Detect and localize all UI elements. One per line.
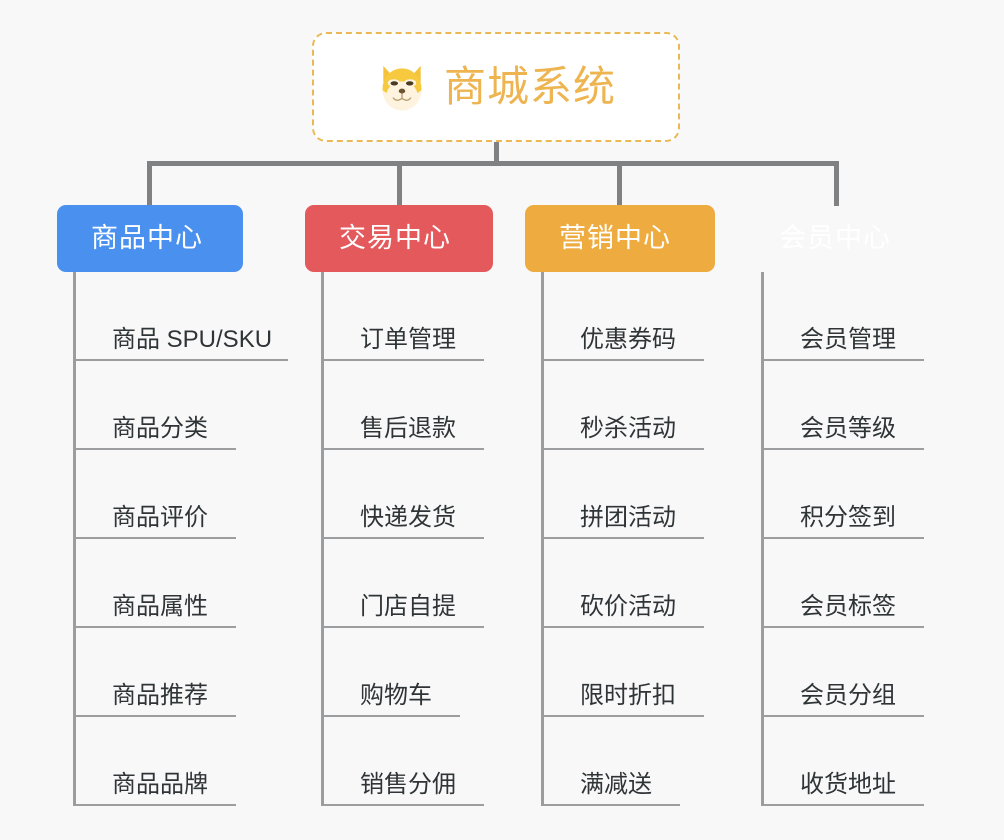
leaf-label: 门店自提 xyxy=(360,593,456,620)
leaf-item[interactable]: 会员等级 xyxy=(764,361,931,450)
leaf-underline xyxy=(324,804,484,806)
category-box[interactable]: 交易中心 xyxy=(305,205,493,272)
category-column: 交易中心订单管理售后退款快递发货门店自提购物车销售分佣 xyxy=(305,205,493,806)
leaf-underline xyxy=(764,448,924,450)
leaf-label: 会员分组 xyxy=(800,682,896,709)
leaf-item[interactable]: 商品 SPU/SKU xyxy=(76,272,288,361)
leaf-item[interactable]: 积分签到 xyxy=(764,450,931,539)
leaf-item[interactable]: 商品推荐 xyxy=(76,628,243,717)
leaf-item[interactable]: 限时折扣 xyxy=(544,628,715,717)
leaf-underline xyxy=(544,804,680,806)
category-label: 会员中心 xyxy=(779,223,891,253)
category-box[interactable]: 营销中心 xyxy=(525,205,715,272)
leaf-underline xyxy=(544,448,704,450)
leaf-underline xyxy=(324,359,484,361)
leaf-underline xyxy=(324,448,484,450)
root-node[interactable]: 商城系统 xyxy=(312,32,680,142)
leaf-label: 满减送 xyxy=(580,771,652,798)
leaf-label: 砍价活动 xyxy=(580,593,676,620)
leaf-underline xyxy=(76,715,236,717)
leaf-item[interactable]: 购物车 xyxy=(324,628,493,717)
leaf-underline xyxy=(324,626,484,628)
leaf-underline xyxy=(764,537,924,539)
leaf-item[interactable]: 砍价活动 xyxy=(544,539,715,628)
leaf-item[interactable]: 会员管理 xyxy=(764,272,931,361)
leaf-underline xyxy=(544,537,704,539)
leaf-label: 售后退款 xyxy=(360,415,456,442)
leaf-underline xyxy=(76,359,288,361)
leaf-label: 限时折扣 xyxy=(580,682,676,709)
category-label: 交易中心 xyxy=(339,223,451,253)
category-label: 商品中心 xyxy=(91,223,203,253)
leaf-list: 商品 SPU/SKU 商品分类商品评价商品属性商品推荐商品品牌 xyxy=(73,272,288,806)
leaf-label: 收货地址 xyxy=(800,771,896,798)
leaf-item[interactable]: 商品属性 xyxy=(76,539,243,628)
category-column: 商品中心商品 SPU/SKU 商品分类商品评价商品属性商品推荐商品品牌 xyxy=(57,205,288,806)
leaf-label: 商品分类 xyxy=(112,415,208,442)
leaf-underline xyxy=(324,537,484,539)
leaf-label: 会员等级 xyxy=(800,415,896,442)
leaf-underline xyxy=(544,359,704,361)
leaf-item[interactable]: 会员标签 xyxy=(764,539,931,628)
leaf-label: 商品评价 xyxy=(112,504,208,531)
leaf-label: 积分签到 xyxy=(800,504,896,531)
shiba-dog-face-icon xyxy=(376,61,428,113)
root-title: 商城系统 xyxy=(443,63,616,110)
leaf-underline xyxy=(76,626,236,628)
leaf-underline xyxy=(544,626,704,628)
leaf-underline xyxy=(76,448,236,450)
connector-drop-3 xyxy=(617,161,622,206)
leaf-item[interactable]: 门店自提 xyxy=(324,539,493,628)
leaf-underline xyxy=(764,626,924,628)
leaf-label: 秒杀活动 xyxy=(580,415,676,442)
connector-drop-4 xyxy=(834,161,839,206)
leaf-item[interactable]: 满减送 xyxy=(544,717,715,806)
leaf-label: 拼团活动 xyxy=(580,504,676,531)
connector-drop-1 xyxy=(147,161,152,206)
connector-horizontal-bus xyxy=(147,161,839,166)
leaf-underline xyxy=(544,715,704,717)
leaf-list: 会员管理会员等级积分签到会员标签会员分组收货地址 xyxy=(761,272,931,806)
connector-drop-2 xyxy=(397,161,402,206)
leaf-label: 订单管理 xyxy=(360,326,456,353)
leaf-label: 购物车 xyxy=(360,682,432,709)
leaf-list: 订单管理售后退款快递发货门店自提购物车销售分佣 xyxy=(321,272,493,806)
leaf-label: 商品属性 xyxy=(112,593,208,620)
category-column: 会员中心会员管理会员等级积分签到会员标签会员分组收货地址 xyxy=(745,205,931,806)
leaf-underline xyxy=(764,359,924,361)
leaf-item[interactable]: 快递发货 xyxy=(324,450,493,539)
leaf-label: 快递发货 xyxy=(360,504,456,531)
leaf-item[interactable]: 商品评价 xyxy=(76,450,243,539)
leaf-item[interactable]: 商品分类 xyxy=(76,361,243,450)
connector-root-stem xyxy=(494,142,499,164)
leaf-label: 商品品牌 xyxy=(112,771,208,798)
leaf-underline xyxy=(76,537,236,539)
leaf-item[interactable]: 优惠券码 xyxy=(544,272,715,361)
leaf-label: 会员管理 xyxy=(800,326,896,353)
leaf-underline xyxy=(764,804,924,806)
leaf-underline xyxy=(764,715,924,717)
leaf-label: 商品推荐 xyxy=(112,682,208,709)
leaf-item[interactable]: 商品品牌 xyxy=(76,717,243,806)
leaf-label: 商品 SPU/SKU xyxy=(112,326,273,353)
leaf-label: 优惠券码 xyxy=(580,326,676,353)
leaf-item[interactable]: 售后退款 xyxy=(324,361,493,450)
leaf-item[interactable]: 销售分佣 xyxy=(324,717,493,806)
leaf-item[interactable]: 会员分组 xyxy=(764,628,931,717)
leaf-item[interactable]: 拼团活动 xyxy=(544,450,715,539)
category-box[interactable]: 会员中心 xyxy=(745,205,931,272)
category-column: 营销中心优惠券码秒杀活动拼团活动砍价活动限时折扣满减送 xyxy=(525,205,715,806)
leaf-underline xyxy=(76,804,236,806)
leaf-item[interactable]: 收货地址 xyxy=(764,717,931,806)
leaf-item[interactable]: 秒杀活动 xyxy=(544,361,715,450)
leaf-underline xyxy=(324,715,460,717)
leaf-label: 会员标签 xyxy=(800,593,896,620)
leaf-item[interactable]: 订单管理 xyxy=(324,272,493,361)
category-label: 营销中心 xyxy=(559,223,671,253)
leaf-label: 销售分佣 xyxy=(360,771,456,798)
category-box[interactable]: 商品中心 xyxy=(57,205,243,272)
leaf-list: 优惠券码秒杀活动拼团活动砍价活动限时折扣满减送 xyxy=(541,272,715,806)
